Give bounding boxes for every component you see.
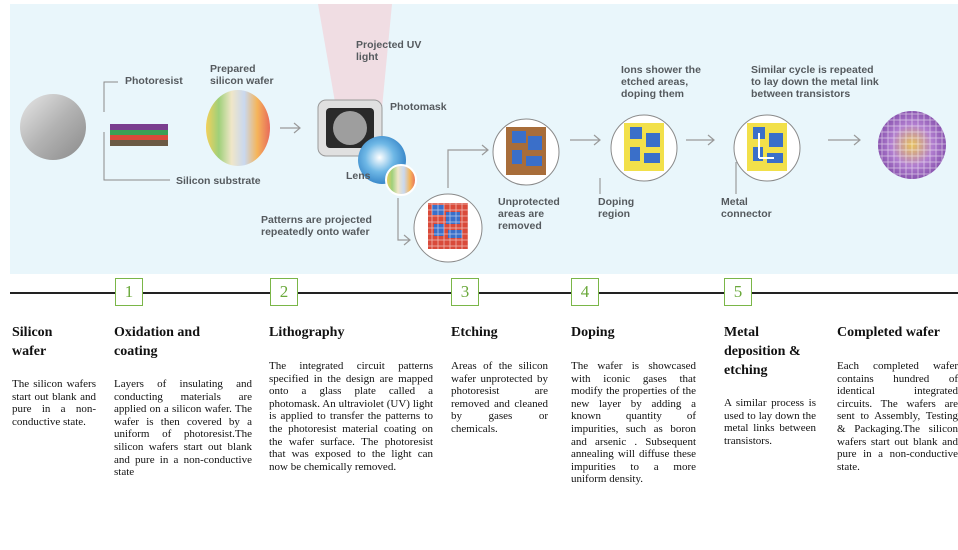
step-heading-metal-deposition: Metal deposition & etching (724, 325, 801, 378)
step-description-metal-deposition: A similar process is used to lay down th… (724, 397, 816, 447)
step-heading-oxidation: Oxidation and coating (114, 325, 200, 359)
label-similar-cycle: Similar cycle is repeated to lay down th… (751, 64, 879, 100)
process-illustration (20, 4, 946, 263)
label-unprotected-areas: Unprotected areas are removed (498, 196, 560, 232)
label-doping-region: Doping region (598, 196, 635, 220)
step-description-doping: The wafer is showcased with iconic gases… (571, 360, 696, 486)
step-number-box: 2 (270, 278, 298, 306)
connector-line (447, 144, 489, 188)
arrow-icon (280, 122, 301, 134)
completed-wafer-icon (878, 111, 946, 179)
arrow-icon (828, 134, 861, 146)
connector-line (397, 198, 411, 246)
label-lens: Lens (346, 170, 371, 182)
etched-wafer-icon (492, 118, 560, 186)
step-number-box: 3 (451, 278, 479, 306)
step-number-box: 5 (724, 278, 752, 306)
label-photomask: Photomask (390, 101, 447, 113)
step-number-box: 1 (115, 278, 143, 306)
step-heading-lithography: Lithography (269, 325, 345, 340)
label-metal-connector: Metal connector (721, 196, 772, 220)
small-wafer-icon (385, 164, 417, 196)
silicon-wafer-icon (20, 94, 86, 160)
photomask-icon (317, 99, 383, 157)
uv-light-beam (318, 4, 392, 108)
metal-wafer-icon (733, 114, 801, 182)
step-description-completed-wafer: Each completed wafer contains hundred of… (837, 360, 958, 473)
label-projected-uv: Projected UV light (356, 39, 422, 63)
step-number-box: 4 (571, 278, 599, 306)
step-heading-etching: Etching (451, 325, 498, 340)
label-photoresist: Photoresist (125, 75, 183, 87)
step-description-lithography: The integrated circuit patterns specifie… (269, 360, 433, 473)
label-prepared-wafer: Prepared silicon wafer (210, 63, 274, 87)
label-ions-shower: Ions shower the etched areas, doping the… (621, 64, 701, 100)
layer-stack-icon (110, 124, 168, 146)
timeline-line (10, 292, 958, 294)
step-description-etching: Areas of the silicon wafer unprotected b… (451, 360, 548, 435)
bracket-line (103, 81, 170, 181)
label-silicon-substrate: Silicon substrate (176, 175, 261, 187)
step-heading-completed-wafer: Completed wafer (837, 325, 941, 340)
prepared-wafer-icon (206, 90, 270, 166)
arrow-icon (570, 134, 601, 146)
step-heading-silicon-wafer: Silicon wafer (12, 325, 53, 359)
label-patterns-projected: Patterns are projected repeatedly onto w… (261, 214, 372, 238)
step-description-silicon-wafer: The silicon wafers start out blank and p… (12, 378, 96, 428)
arrow-icon (686, 134, 715, 146)
patterned-wafer-icon (413, 193, 483, 263)
doped-wafer-icon (610, 114, 678, 182)
step-heading-doping: Doping (571, 325, 615, 340)
step-description-oxidation: Layers of insulating and conducting mate… (114, 378, 252, 479)
label-pointer-line (599, 162, 737, 194)
